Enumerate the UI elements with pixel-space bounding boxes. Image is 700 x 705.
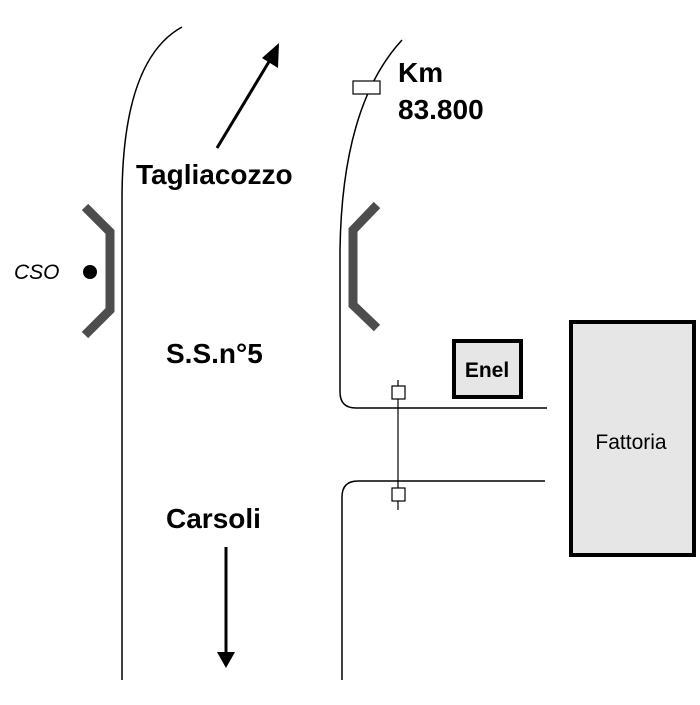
arrow-up-right-shaft — [215, 59, 272, 149]
enel-building — [452, 339, 523, 399]
label-km-prefix: Km — [398, 57, 443, 88]
label-cso: CSO — [14, 261, 60, 284]
arrow-up-right-icon — [262, 43, 279, 68]
rectangle-marker-icon — [352, 80, 381, 95]
road-edge-left — [121, 26, 183, 680]
road-edge-right-lower — [341, 480, 545, 680]
right-bracket — [348, 201, 381, 332]
road-edge-right-upper — [339, 39, 547, 409]
dot-icon — [83, 265, 97, 279]
fattoria-building — [569, 320, 696, 557]
label-enel: Enel — [465, 359, 509, 382]
arrow-down-icon — [217, 652, 235, 668]
square-marker-icon — [391, 385, 406, 400]
label-km-value: 83.800 — [398, 94, 484, 125]
label-tagliacozzo: Tagliacozzo — [136, 159, 293, 190]
square-marker-icon — [391, 487, 406, 502]
label-road-number: S.S.n°5 — [166, 338, 263, 369]
label-carsoli: Carsoli — [166, 503, 261, 534]
left-bracket — [81, 203, 115, 339]
label-fattoria: Fattoria — [595, 431, 667, 454]
